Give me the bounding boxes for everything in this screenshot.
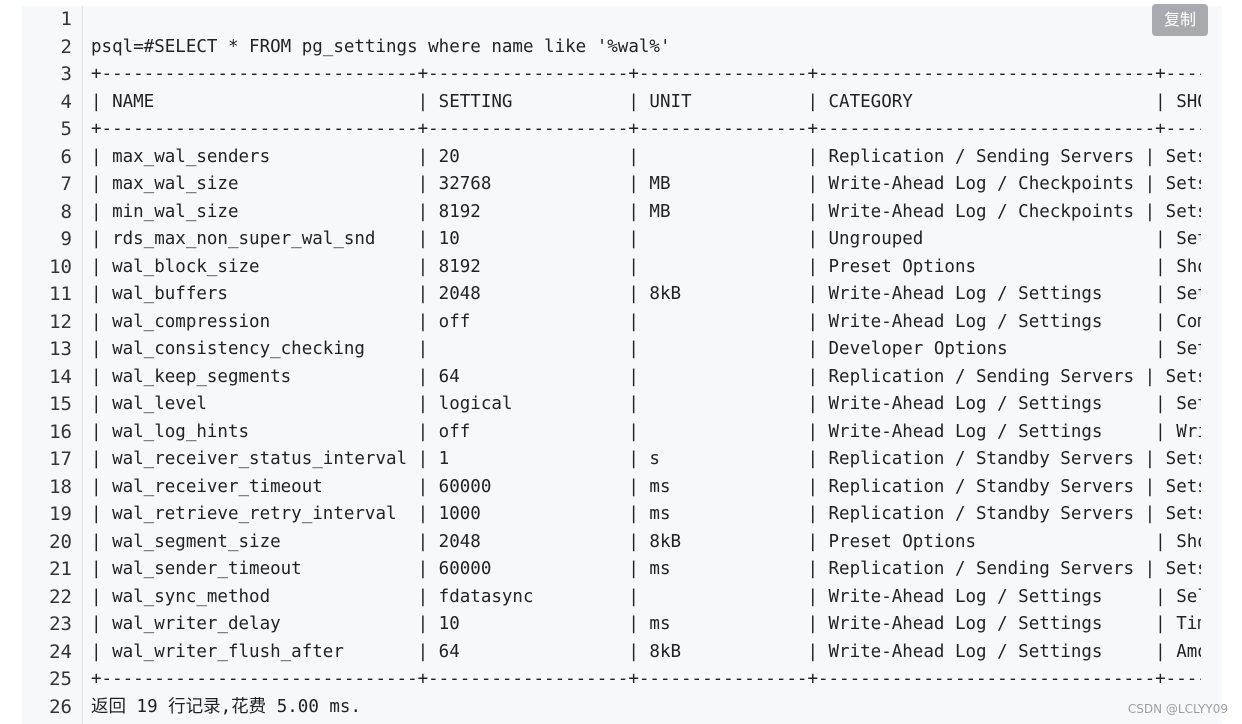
- line-number-gutter: 1 2 3 4 5 6 7 8 9 10 11 12 13 14 15 16 1…: [22, 6, 83, 724]
- copy-button[interactable]: 复制: [1152, 4, 1208, 36]
- table-row: | wal_level | logical | | Write-Ahead Lo…: [91, 394, 1201, 414]
- table-row: | wal_receiver_timeout | 60000 | ms | Re…: [91, 476, 1201, 497]
- table-row: | wal_writer_delay | 10 | ms | Write-Ahe…: [91, 614, 1201, 634]
- table-row: | wal_log_hints | off | | Write-Ahead Lo…: [91, 421, 1201, 442]
- table-row: | min_wal_size | 8192 | MB | Write-Ahead…: [91, 201, 1201, 222]
- table-row: | wal_sender_timeout | 60000 | ms | Repl…: [91, 559, 1201, 579]
- table-row: | wal_block_size | 8192 | | Preset Optio…: [91, 256, 1201, 277]
- line-number: 14: [49, 365, 72, 388]
- line-number: 1: [60, 8, 72, 30]
- line-number: 6: [60, 145, 72, 168]
- line-number: 4: [60, 90, 72, 113]
- line-number: 5: [60, 118, 72, 140]
- table-row: | wal_receiver_status_interval | 1 | s |…: [91, 449, 1201, 469]
- line-number: 24: [49, 640, 72, 663]
- line-number: 16: [49, 420, 72, 443]
- line-number: 22: [49, 585, 72, 608]
- code-block: 1 2 3 4 5 6 7 8 9 10 11 12 13 14 15 16 1…: [22, 6, 1222, 724]
- line-number: 20: [49, 530, 72, 553]
- result-summary-line: 返回 19 行记录,花费 5.00 ms.: [91, 696, 362, 717]
- line-number: 13: [49, 338, 72, 360]
- table-row: | max_wal_size | 32768 | MB | Write-Ahea…: [91, 174, 1201, 194]
- table-row: | wal_writer_flush_after | 64 | 8kB | Wr…: [91, 641, 1201, 662]
- table-row: | wal_compression | off | | Write-Ahead …: [91, 311, 1201, 332]
- line-number: 12: [49, 310, 72, 333]
- table-row: | wal_keep_segments | 64 | | Replication…: [91, 366, 1201, 387]
- table-border-line: +------------------------------+--------…: [91, 119, 1201, 139]
- table-row: | wal_buffers | 2048 | 8kB | Write-Ahead…: [91, 284, 1201, 304]
- line-number: 25: [49, 668, 72, 690]
- line-number: 2: [60, 35, 72, 58]
- line-number: 3: [60, 63, 72, 85]
- table-row: | wal_segment_size | 2048 | 8kB | Preset…: [91, 531, 1201, 552]
- line-number: 23: [49, 613, 72, 635]
- line-number: 15: [49, 393, 72, 415]
- line-number: 26: [49, 695, 72, 718]
- line-number: 17: [49, 448, 72, 470]
- table-border-line: +------------------------------+--------…: [91, 64, 1201, 84]
- table-header-line: | NAME | SETTING | UNIT | CATEGORY | SHO…: [91, 91, 1201, 112]
- table-row: | wal_sync_method | fdatasync | | Write-…: [91, 586, 1201, 607]
- table-row: | wal_consistency_checking | | | Develop…: [91, 339, 1201, 359]
- line-number: 10: [49, 255, 72, 278]
- line-number: 21: [49, 558, 72, 580]
- line-number: 11: [49, 283, 72, 305]
- line-number: 7: [60, 173, 72, 195]
- sql-query-line: psql=#SELECT * FROM pg_settings where na…: [91, 36, 671, 57]
- line-number: 18: [49, 475, 72, 498]
- table-row: | max_wal_senders | 20 | | Replication /…: [91, 146, 1201, 167]
- code-area[interactable]: psql=#SELECT * FROM pg_settings where na…: [91, 6, 1201, 724]
- line-number: 19: [49, 503, 72, 525]
- table-row: | wal_retrieve_retry_interval | 1000 | m…: [91, 504, 1201, 524]
- table-row: | rds_max_non_super_wal_snd | 10 | | Ung…: [91, 229, 1201, 249]
- line-number: 8: [60, 200, 72, 223]
- watermark: CSDN @LCLYY09: [1127, 702, 1228, 716]
- table-border-line: +------------------------------+--------…: [91, 669, 1201, 689]
- line-number: 9: [60, 228, 72, 250]
